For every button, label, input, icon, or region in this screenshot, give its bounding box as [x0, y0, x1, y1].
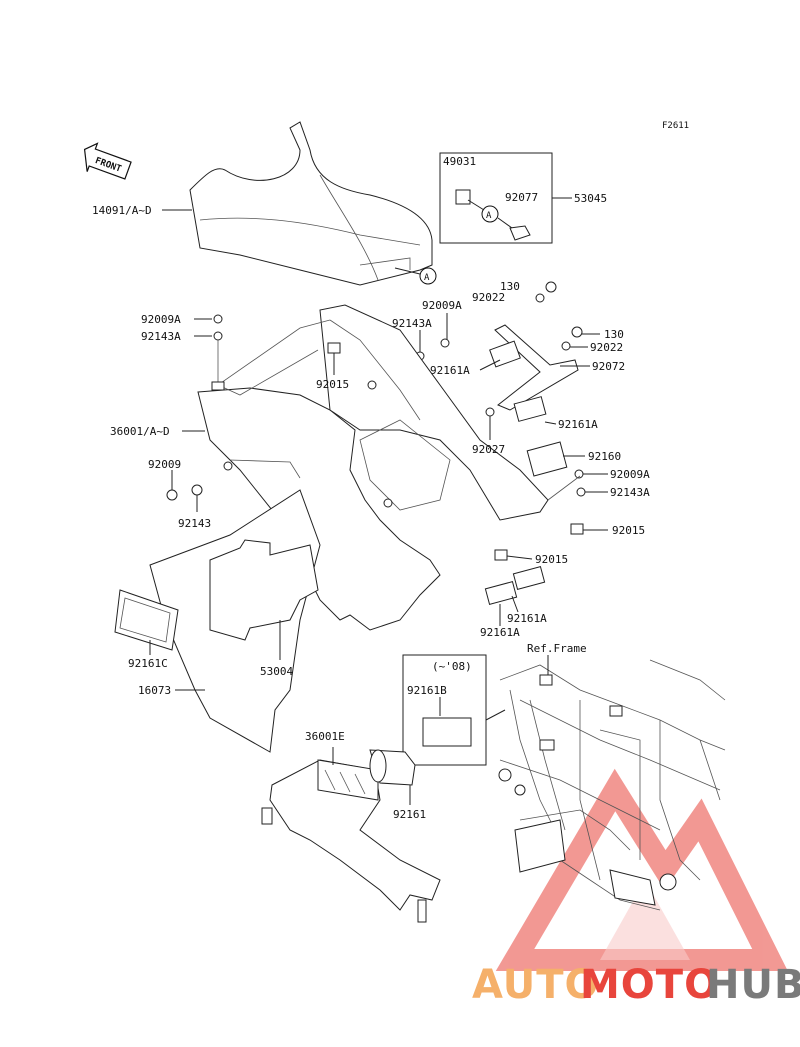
label-53004: 53004	[260, 665, 293, 678]
part-92161C-label-pad	[114, 589, 179, 651]
label-92161A-right: 92161A	[558, 418, 598, 431]
label-92160: 92160	[588, 450, 621, 463]
label-92027: 92027	[472, 443, 505, 456]
label-53045: 53045	[574, 192, 607, 205]
bolt-130-upper-icon	[535, 281, 557, 303]
watermark: AUTO MOTO HUB	[472, 962, 800, 1008]
watermark-part-hub: HUB	[706, 962, 800, 1008]
part-14091-cover	[189, 121, 433, 286]
watermark-part-auto: AUTO	[472, 962, 600, 1008]
label-92022-upper: 92022	[472, 291, 505, 304]
label-49031: 49031	[443, 155, 476, 168]
part-36001-side-cover	[197, 304, 549, 631]
callout-a-cover: A	[424, 273, 430, 283]
label-16073: 16073	[138, 684, 171, 697]
label-92143A-right: 92143A	[610, 486, 650, 499]
year-note: (~'08)	[432, 660, 472, 673]
part-36001E-cover	[261, 759, 441, 923]
bolt-130-lower-icon	[561, 326, 583, 351]
label-130-upper: 130	[500, 280, 520, 293]
label-92015-right: 92015	[612, 524, 645, 537]
part-53004-pad	[209, 539, 319, 641]
label-92009: 92009	[148, 458, 181, 471]
label-92143A-mid: 92143A	[392, 317, 432, 330]
label-92161A-upper: 92161A	[430, 364, 470, 377]
watermark-part-moto: MOTO	[580, 962, 719, 1008]
label-92022-lower: 92022	[590, 341, 623, 354]
label-92161A-lower-right: 92161A	[507, 612, 547, 625]
label-92161A-lower-left: 92161A	[480, 626, 520, 639]
label-92143: 92143	[178, 517, 211, 530]
bolt-92009A-left-icon	[213, 314, 223, 341]
watermark-logo-icon	[495, 768, 788, 971]
diagram-id: F2611	[662, 121, 689, 131]
label-92161B: 92161B	[407, 684, 447, 697]
label-92161C: 92161C	[128, 657, 168, 670]
bolt-92009A-mid-icon	[415, 338, 450, 361]
part-92161-sleeve	[369, 749, 416, 786]
year-box-92161B	[402, 654, 487, 766]
label-36001E: 36001E	[305, 730, 345, 743]
label-ref-frame: Ref.Frame	[527, 642, 587, 655]
ref-frame	[498, 659, 726, 911]
callout-a-box: A	[486, 211, 492, 221]
label-92143A-left: 92143A	[141, 330, 181, 343]
label-92161: 92161	[393, 808, 426, 821]
label-92072: 92072	[592, 360, 625, 373]
label-92015-mid: 92015	[535, 553, 568, 566]
label-36001: 36001/A~D	[110, 425, 170, 438]
label-92015-left: 92015	[316, 378, 349, 391]
label-130-lower: 130	[604, 328, 624, 341]
label-92009A-left: 92009A	[141, 313, 181, 326]
front-arrow-icon: FRONT	[83, 142, 132, 180]
label-92077: 92077	[505, 191, 538, 204]
bracket-92072	[494, 324, 579, 411]
label-92009A-right: 92009A	[610, 468, 650, 481]
label-14091: 14091/A~D	[92, 204, 152, 217]
label-92009A-mid: 92009A	[422, 299, 462, 312]
